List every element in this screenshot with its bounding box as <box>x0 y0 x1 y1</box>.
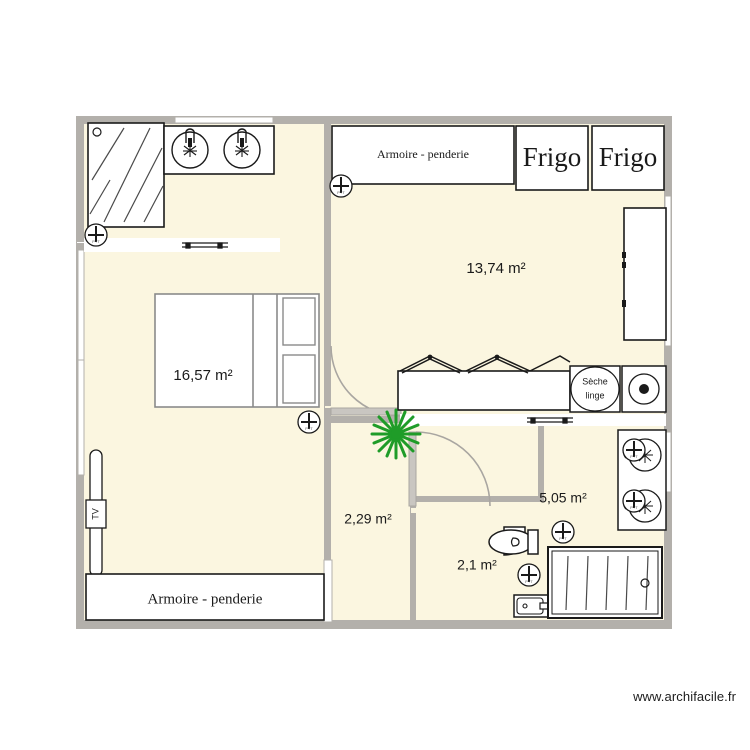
watermark: www.archifacile.fr <box>633 689 736 704</box>
door-openings <box>325 406 416 513</box>
cabinet-handle-3 <box>622 300 626 307</box>
cabinet-handle-1 <box>622 252 626 258</box>
shower-icon[interactable] <box>547 546 663 619</box>
dryer-label-line1: Sèche <box>582 376 608 386</box>
outlet-icon[interactable]: P+T <box>329 174 353 198</box>
fridge-1[interactable]: Frigo <box>515 125 589 191</box>
counter-strip-bedroom <box>84 238 280 252</box>
outlet-icon[interactable]: P+T <box>84 223 108 247</box>
sink-icon[interactable] <box>171 128 209 169</box>
room-label-bedroom: 16,57 m² <box>173 367 232 384</box>
wall-interior-v1b <box>324 406 331 492</box>
svg-text:P+T: P+T <box>337 190 345 195</box>
outlet-icon[interactable]: P+T <box>517 563 541 587</box>
tv-icon[interactable]: TV <box>85 449 107 577</box>
sofa-icon[interactable] <box>397 354 571 411</box>
pillow-2 <box>282 354 316 404</box>
door-leaf-bathroom <box>408 431 417 507</box>
wall-interior-h1 <box>331 416 411 423</box>
wardrobe-top-label: Armoire - penderie <box>377 147 469 161</box>
wardrobe-top[interactable]: Armoire - penderie <box>331 125 515 185</box>
dryer-label-line2: linge <box>585 390 604 400</box>
wall-bottom <box>76 620 672 629</box>
wall-top <box>76 116 672 124</box>
vanity-unit[interactable] <box>163 125 275 175</box>
window-top-1 <box>174 116 274 124</box>
door-leafs <box>330 407 417 507</box>
door-swing-bathroom <box>415 431 491 507</box>
svg-text:P+T: P+T <box>559 536 567 541</box>
room-labels: 16,57 m² 13,74 m² 2,29 m² 2,1 m² 5,05 m² <box>173 260 587 573</box>
wall-interior-v1 <box>324 116 331 406</box>
radiator-icon <box>527 417 573 424</box>
cabinet-handle-2 <box>622 262 626 268</box>
outlets: P+T P+T P+T P+T P+T <box>84 174 646 587</box>
wall-interior-v3 <box>538 422 544 502</box>
pillow-1 <box>282 297 316 346</box>
window-left-1 <box>77 249 85 366</box>
shower-icon[interactable] <box>87 122 165 228</box>
bidet-icon[interactable] <box>513 594 551 618</box>
room-label-hallway: 2,29 m² <box>344 511 392 527</box>
wardrobe-bottom[interactable]: Armoire - penderie <box>85 573 325 621</box>
fridge-2[interactable]: Frigo <box>591 125 665 191</box>
svg-text:P+T: P+T <box>630 505 638 510</box>
svg-text:P+T: P+T <box>630 454 638 459</box>
toilet-icon[interactable] <box>488 526 539 556</box>
fridge-2-label: Frigo <box>599 142 658 172</box>
wardrobe-bottom-label: Armoire - penderie <box>148 591 263 607</box>
room-label-living: 13,74 m² <box>466 260 525 277</box>
room-label-bathroom: 5,05 m² <box>539 490 587 506</box>
svg-text:P+T: P+T <box>525 579 533 584</box>
windows <box>77 116 672 623</box>
plant-icon[interactable] <box>370 408 422 460</box>
sink-icon[interactable] <box>223 128 261 169</box>
outlet-icon[interactable]: P+T <box>622 438 646 462</box>
window-left-a <box>77 242 84 243</box>
shower-drain-icon <box>92 127 102 137</box>
door-leaf-living <box>330 407 402 416</box>
counter-strip-living <box>400 414 666 426</box>
room-fill-hallway <box>328 422 414 622</box>
outlet-icon[interactable]: P+T <box>622 489 646 513</box>
svg-text:P+T: P+T <box>92 239 100 244</box>
shower-drain-icon <box>640 578 650 588</box>
bed-icon[interactable] <box>154 293 320 408</box>
outlet-icon[interactable]: P+T <box>297 410 321 434</box>
washing-machine-icon[interactable] <box>621 365 667 413</box>
tv-label: TV <box>90 508 100 520</box>
fridge-1-label: Frigo <box>523 142 582 172</box>
dryer-icon[interactable]: Sèche linge <box>569 365 621 413</box>
radiator-icon <box>182 242 228 249</box>
wall-interior-v2b <box>410 512 416 629</box>
window-bottom-left <box>323 559 333 623</box>
wall-right <box>664 116 672 629</box>
svg-text:P+T: P+T <box>305 426 313 431</box>
outlet-icon[interactable]: P+T <box>551 520 575 544</box>
window-left-2 <box>77 359 85 476</box>
room-label-wc: 2,1 m² <box>457 557 497 573</box>
cabinet-icon[interactable] <box>622 207 667 341</box>
wall-interior-h2 <box>416 496 542 502</box>
